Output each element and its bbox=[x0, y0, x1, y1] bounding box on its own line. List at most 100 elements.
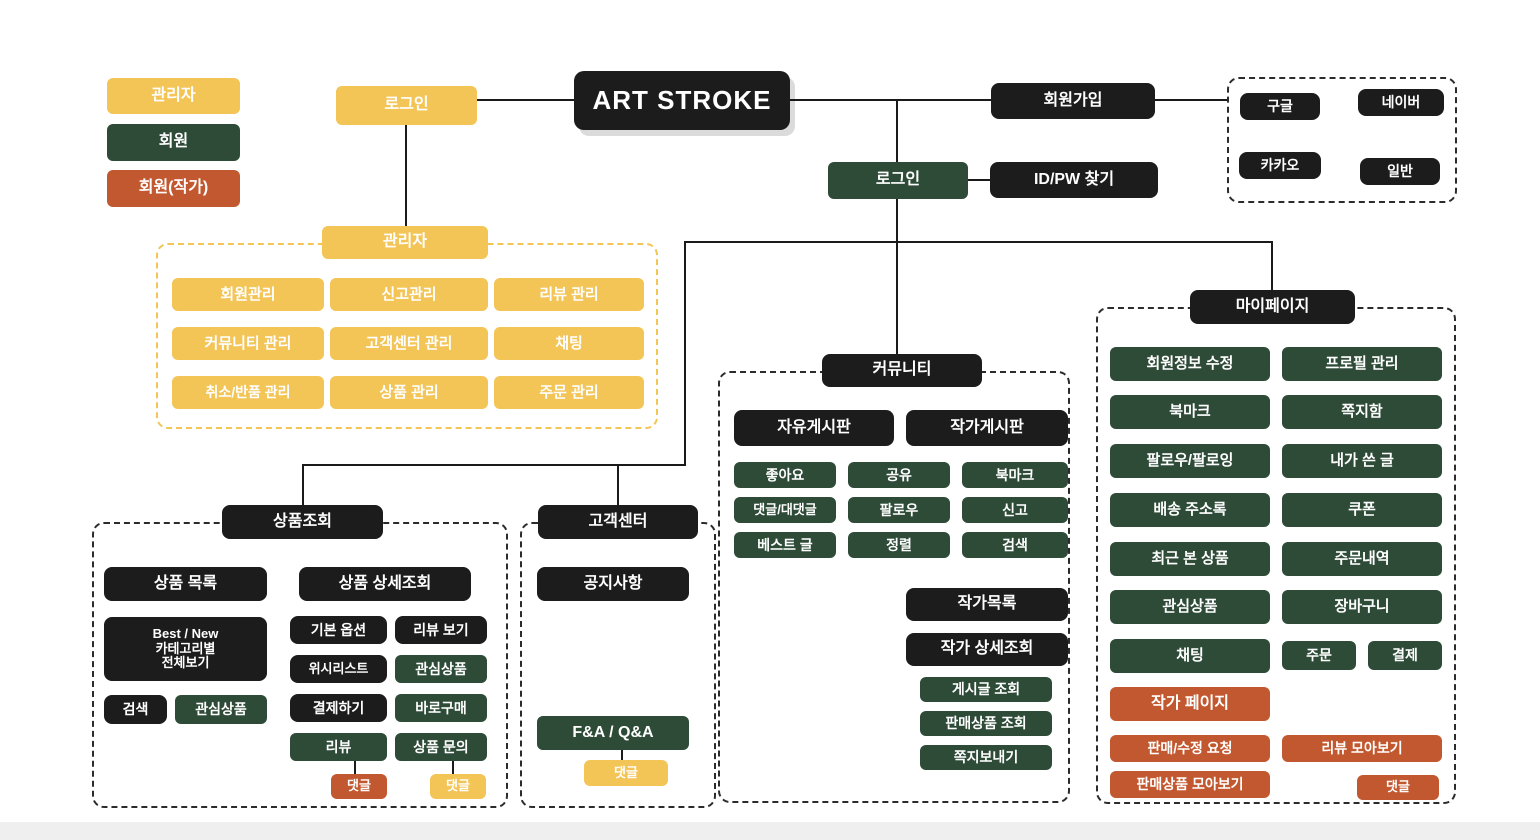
admin-item: 채팅 bbox=[494, 327, 644, 360]
product-inquiry-comment: 댓글 bbox=[430, 774, 486, 799]
connector-login-admin bbox=[405, 125, 407, 226]
community-board: 작가게시판 bbox=[906, 410, 1068, 446]
product-review-comment: 댓글 bbox=[331, 774, 387, 799]
community-feature: 신고 bbox=[962, 497, 1068, 523]
product-list-sub-line: Best / New bbox=[152, 625, 219, 641]
connector-login-idpw bbox=[968, 179, 990, 181]
mypage-item: 관심상품 bbox=[1110, 590, 1270, 624]
root-title: ART STROKE bbox=[574, 71, 790, 130]
connector-root-memberlogin bbox=[896, 100, 898, 162]
community-feature: 검색 bbox=[962, 532, 1068, 558]
connector-root-login bbox=[477, 99, 574, 101]
product-detail-item: 결제하기 bbox=[290, 694, 387, 722]
mypage-order: 주문 bbox=[1282, 641, 1356, 670]
support-notice: 공지사항 bbox=[537, 567, 689, 601]
connector-product-drop bbox=[302, 464, 304, 505]
node-provider-kakao: 카카오 bbox=[1239, 152, 1321, 179]
community-board: 자유게시판 bbox=[734, 410, 894, 446]
node-provider-google: 구글 bbox=[1240, 93, 1320, 120]
mypage-item: 프로필 관리 bbox=[1282, 347, 1442, 381]
product-search: 검색 bbox=[104, 695, 167, 724]
legend-admin: 관리자 bbox=[107, 78, 240, 114]
mypage-item: 배송 주소록 bbox=[1110, 493, 1270, 527]
community-feature: 북마크 bbox=[962, 462, 1068, 488]
product-detail-item: 상품 문의 bbox=[395, 733, 487, 761]
product-title: 상품조회 bbox=[222, 505, 383, 539]
admin-item: 신고관리 bbox=[330, 278, 488, 311]
product-favorite: 관심상품 bbox=[175, 695, 267, 724]
admin-title: 관리자 bbox=[322, 226, 488, 259]
node-signup: 회원가입 bbox=[991, 83, 1155, 119]
mypage-artist-item: 판매/수정 요청 bbox=[1110, 735, 1270, 762]
admin-item: 커뮤니티 관리 bbox=[172, 327, 324, 360]
mypage-artist-item: 댓글 bbox=[1357, 775, 1439, 800]
product-detail: 상품 상세조회 bbox=[299, 567, 471, 601]
footer-strip bbox=[0, 822, 1540, 840]
product-detail-item: 리뷰 보기 bbox=[395, 616, 487, 644]
mypage-item: 내가 쓴 글 bbox=[1282, 444, 1442, 478]
connector-signup-providers bbox=[1155, 99, 1227, 101]
product-detail-item: 기본 옵션 bbox=[290, 616, 387, 644]
mypage-item: 채팅 bbox=[1110, 639, 1270, 673]
artist-detail-item: 판매상품 조회 bbox=[920, 711, 1052, 736]
connector-review-comment bbox=[354, 761, 356, 774]
mypage-artist-item: 판매상품 모아보기 bbox=[1110, 771, 1270, 798]
node-provider-general: 일반 bbox=[1360, 158, 1440, 185]
mypage-item: 팔로우/팔로잉 bbox=[1110, 444, 1270, 478]
product-list-sub-line: 전체보기 bbox=[161, 655, 210, 671]
admin-item: 회원관리 bbox=[172, 278, 324, 311]
mypage-item: 회원정보 수정 bbox=[1110, 347, 1270, 381]
connector-faq-comment bbox=[621, 750, 623, 760]
support-comment: 댓글 bbox=[584, 760, 668, 786]
product-detail-item: 위시리스트 bbox=[290, 655, 387, 683]
artist-list: 작가목록 bbox=[906, 588, 1068, 621]
support-faq: F&A / Q&A bbox=[537, 716, 689, 750]
connector-login-community bbox=[896, 199, 898, 354]
product-list-sub-line: 카테고리별 bbox=[155, 640, 216, 656]
community-feature: 팔로우 bbox=[848, 497, 950, 523]
artist-detail-item: 게시글 조회 bbox=[920, 677, 1052, 702]
signup-providers-group bbox=[1227, 77, 1457, 203]
legend-member: 회원 bbox=[107, 124, 240, 161]
product-detail-item: 바로구매 bbox=[395, 694, 487, 722]
connector-lower-horizontal bbox=[302, 464, 686, 466]
mypage-item: 장바구니 bbox=[1282, 590, 1442, 624]
mypage-title: 마이페이지 bbox=[1190, 290, 1355, 324]
mypage-artist-page: 작가 페이지 bbox=[1110, 687, 1270, 721]
legend-artist: 회원(작가) bbox=[107, 170, 240, 207]
mypage-payment: 결제 bbox=[1368, 641, 1442, 670]
connector-root-signup bbox=[790, 99, 991, 101]
product-detail-item: 리뷰 bbox=[290, 733, 387, 761]
admin-item: 리뷰 관리 bbox=[494, 278, 644, 311]
node-provider-naver: 네이버 bbox=[1358, 89, 1444, 116]
community-feature: 댓글/대댓글 bbox=[734, 497, 836, 523]
connector-branch-left-vertical bbox=[684, 241, 686, 466]
admin-item: 취소/반품 관리 bbox=[172, 376, 324, 409]
product-list: 상품 목록 bbox=[104, 567, 267, 601]
community-feature: 공유 bbox=[848, 462, 950, 488]
admin-item: 고객센터 관리 bbox=[330, 327, 488, 360]
mypage-item: 쪽지함 bbox=[1282, 395, 1442, 429]
admin-item: 상품 관리 bbox=[330, 376, 488, 409]
node-find-idpw: ID/PW 찾기 bbox=[990, 162, 1158, 198]
admin-item: 주문 관리 bbox=[494, 376, 644, 409]
community-feature: 정렬 bbox=[848, 532, 950, 558]
mypage-item: 북마크 bbox=[1110, 395, 1270, 429]
mypage-item: 쿠폰 bbox=[1282, 493, 1442, 527]
community-title: 커뮤니티 bbox=[822, 354, 982, 387]
connector-branch-mypage bbox=[1271, 241, 1273, 290]
community-feature: 좋아요 bbox=[734, 462, 836, 488]
connector-branch-horizontal bbox=[685, 241, 1272, 243]
mypage-item: 최근 본 상품 bbox=[1110, 542, 1270, 576]
node-admin-login: 로그인 bbox=[336, 86, 477, 125]
artist-detail-item: 쪽지보내기 bbox=[920, 745, 1052, 770]
mypage-item: 주문내역 bbox=[1282, 542, 1442, 576]
support-title: 고객센터 bbox=[538, 505, 698, 539]
node-member-login: 로그인 bbox=[828, 162, 968, 199]
connector-support-drop bbox=[617, 464, 619, 505]
mypage-artist-item: 리뷰 모아보기 bbox=[1282, 735, 1442, 762]
artist-detail: 작가 상세조회 bbox=[906, 633, 1068, 666]
product-detail-item: 관심상품 bbox=[395, 655, 487, 683]
connector-inquiry-comment bbox=[452, 761, 454, 774]
